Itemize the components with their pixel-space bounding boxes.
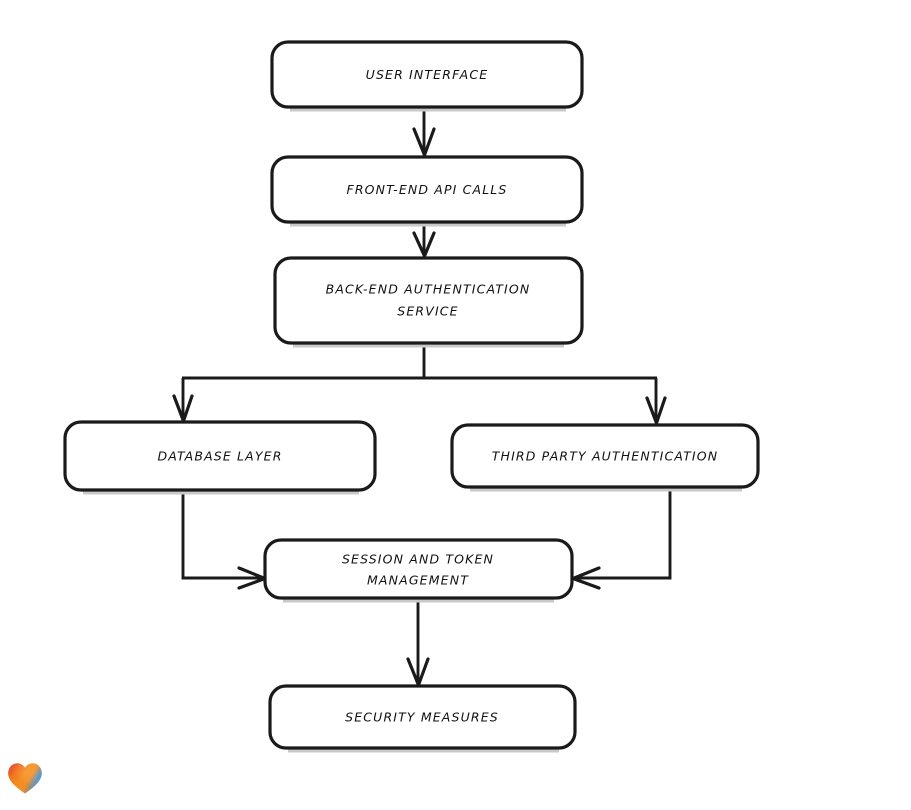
node-database-layer-shape[interactable]	[63, 420, 377, 492]
heart-icon-wrapper	[7, 761, 43, 795]
node-session-and-token-management[interactable]: SESSION AND TOKEN MANAGEMENT	[263, 538, 574, 603]
node-security-measures-shape[interactable]	[268, 684, 577, 750]
node-third-party-authentication-label: THIRD PARTY AUTHENTICATION	[492, 449, 719, 464]
node-database-layer-label: DATABASE LAYER	[157, 449, 282, 464]
node-third-party-authentication-shape[interactable]	[450, 423, 760, 489]
node-user-interface-shape[interactable]	[270, 40, 584, 109]
node-front-end-api-calls-shape[interactable]	[270, 155, 584, 224]
node-front-end-api-calls-label: FRONT-END API CALLS	[346, 182, 507, 197]
node-back-end-authentication-service-label-line1: BACK-END AUTHENTICATION	[326, 282, 531, 297]
node-database-layer[interactable]: DATABASE LAYER	[63, 420, 377, 495]
node-session-and-token-management-label-line1: SESSION AND TOKEN	[342, 552, 494, 567]
edge-database-to-session	[181, 490, 267, 590]
edge-backend-branch-bus	[182, 343, 657, 380]
edge-backend-to-database	[172, 378, 194, 423]
edge-api-to-backend	[412, 222, 436, 258]
edge-ui-to-api	[412, 107, 436, 157]
nodes-layer: USER INTERFACE FRONT-END API CALLS BACK-…	[63, 40, 760, 753]
node-front-end-api-calls[interactable]: FRONT-END API CALLS	[270, 155, 584, 227]
node-back-end-authentication-service[interactable]: BACK-END AUTHENTICATION SERVICE	[273, 256, 584, 348]
node-security-measures[interactable]: SECURITY MEASURES	[268, 684, 577, 753]
edge-backend-to-thirdparty	[645, 378, 667, 425]
node-security-measures-label: SECURITY MEASURES	[345, 710, 499, 725]
node-back-end-authentication-service-shape[interactable]	[273, 256, 584, 345]
node-third-party-authentication[interactable]: THIRD PARTY AUTHENTICATION	[450, 423, 760, 492]
edge-thirdparty-to-session	[571, 487, 672, 590]
heart-icon	[8, 763, 42, 794]
node-back-end-authentication-service-label-line2: SERVICE	[397, 304, 458, 319]
node-user-interface[interactable]: USER INTERFACE	[270, 40, 584, 112]
edge-session-to-security	[406, 598, 430, 687]
node-session-and-token-management-shape[interactable]	[263, 538, 574, 600]
node-user-interface-label: USER INTERFACE	[366, 67, 489, 82]
node-session-and-token-management-label-line2: MANAGEMENT	[367, 573, 469, 588]
